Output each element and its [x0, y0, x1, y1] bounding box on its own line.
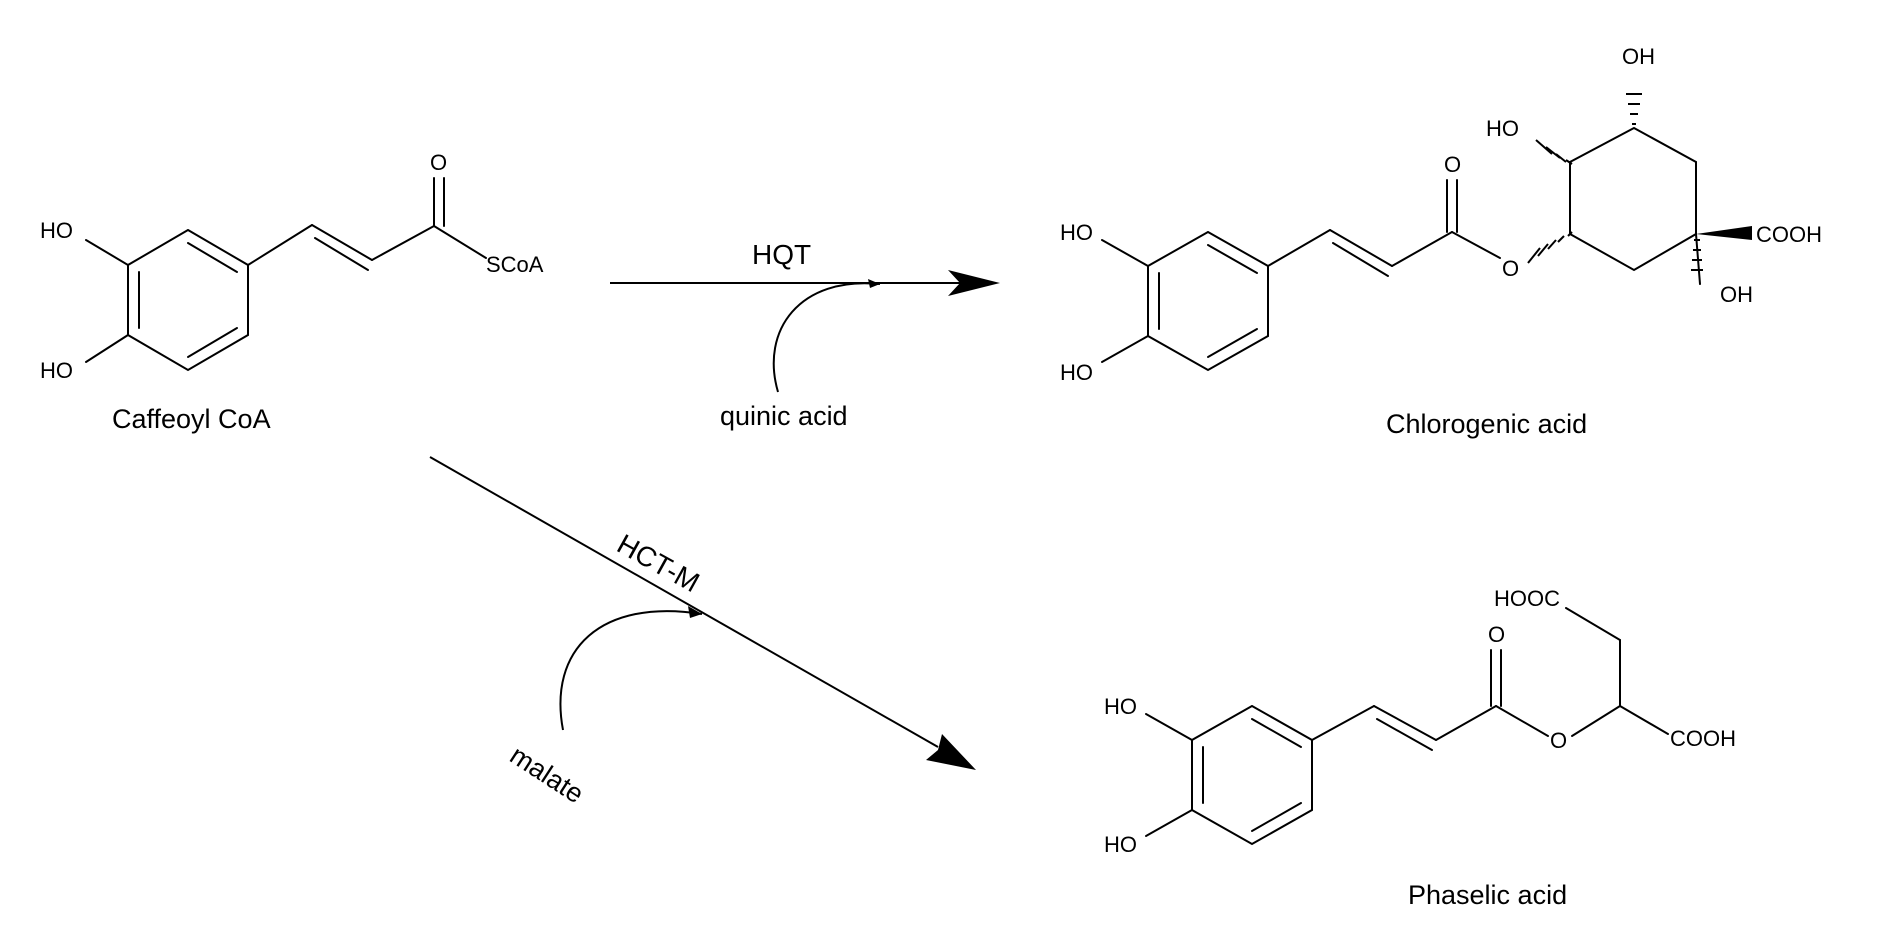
malate-label: malate	[505, 740, 589, 809]
chlorogenic-acid-bold-wedge	[1696, 226, 1752, 240]
caffeoyl-coa-ho-top: HO	[40, 218, 73, 243]
chlorogenic-acid-ring-ho: HO	[1486, 116, 1519, 141]
chlorogenic-acid-structure: HO HO O O HO OH COOH OH Chlorogenic acid	[1060, 44, 1822, 439]
phaselic-acid-cooh: COOH	[1670, 726, 1736, 751]
phaselic-acid-ester-o: O	[1550, 728, 1567, 753]
chlorogenic-acid-carbonyl-o: O	[1444, 152, 1461, 177]
phaselic-acid-hooc: HOOC	[1494, 586, 1560, 611]
chlorogenic-acid-ester-o: O	[1502, 256, 1519, 281]
chlorogenic-acid-ho-bottom: HO	[1060, 360, 1093, 385]
hqt-enzyme-label: HQT	[752, 239, 811, 270]
chlorogenic-acid-ring-oh-top: OH	[1622, 44, 1655, 69]
phaselic-acid-carbonyl-o: O	[1488, 622, 1505, 647]
phaselic-acid-ho-bottom: HO	[1104, 832, 1137, 857]
caffeoyl-coa-ho-bottom: HO	[40, 358, 73, 383]
chlorogenic-acid-hashed-bonds	[1527, 93, 1703, 271]
hqt-reaction-arrow	[610, 270, 1000, 393]
caffeoyl-coa-scoa: SCoA	[486, 252, 544, 277]
chlorogenic-acid-ho-top: HO	[1060, 220, 1093, 245]
caffeoyl-coa-structure: HO HO O SCoA Caffeoyl CoA	[40, 150, 544, 434]
caffeoyl-coa-carbonyl-o: O	[430, 150, 447, 175]
caffeoyl-coa-caption: Caffeoyl CoA	[112, 404, 271, 434]
hct-m-reaction-arrow	[429, 456, 976, 770]
phaselic-acid-ho-top: HO	[1104, 694, 1137, 719]
phaselic-acid-bonds	[1145, 607, 1669, 846]
quinic-acid-label: quinic acid	[720, 401, 848, 431]
chlorogenic-acid-ring-cooh: COOH	[1756, 222, 1822, 247]
chlorogenic-acid-ring-oh-bottom: OH	[1720, 282, 1753, 307]
chlorogenic-acid-bonds	[1101, 126, 1701, 372]
phaselic-acid-structure: HO HO O O HOOC COOH Phaselic acid	[1104, 586, 1736, 910]
phaselic-acid-caption: Phaselic acid	[1408, 880, 1567, 910]
chlorogenic-acid-caption: Chlorogenic acid	[1386, 409, 1587, 439]
caffeoyl-coa-bonds	[85, 177, 487, 372]
